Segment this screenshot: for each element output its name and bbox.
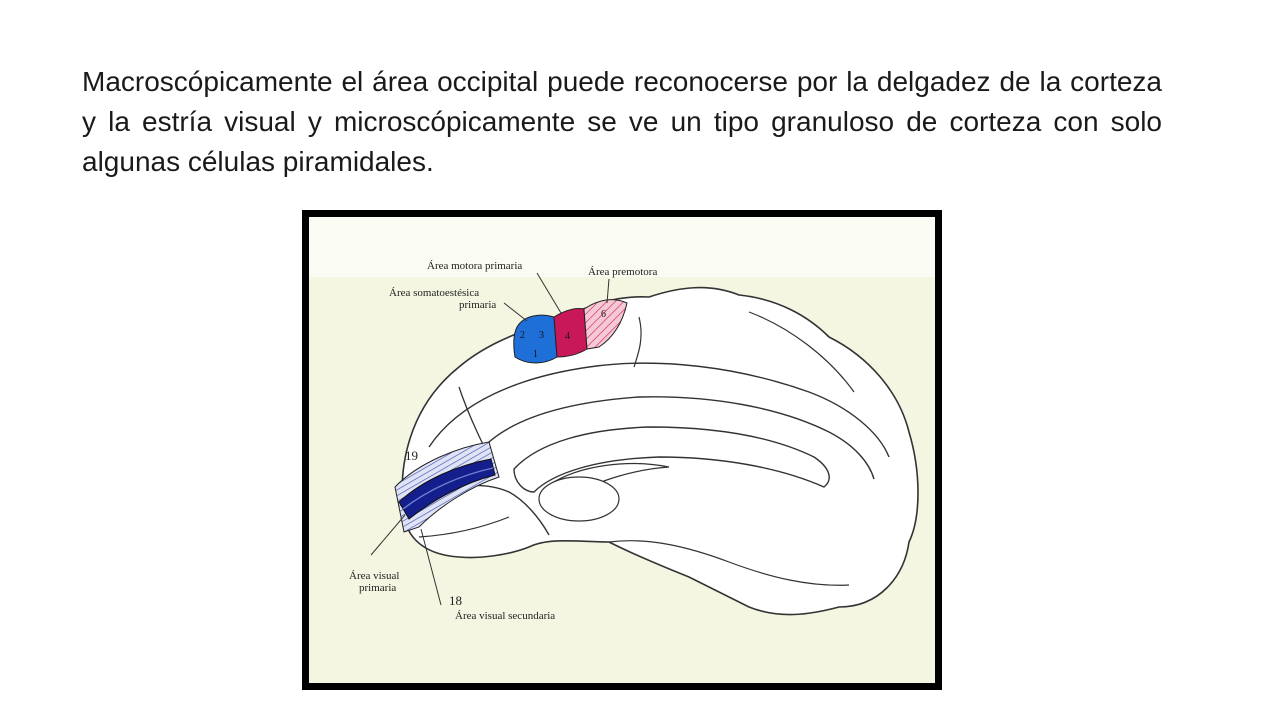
somatosensory-area bbox=[513, 314, 558, 364]
area-number-19: 19 bbox=[405, 448, 418, 463]
cingulate-sulcus bbox=[428, 362, 890, 458]
label-somato-2: primaria bbox=[459, 299, 496, 311]
leader-premotora bbox=[606, 278, 610, 304]
visual-stripe-line bbox=[402, 467, 494, 510]
motor-area bbox=[553, 308, 588, 358]
corpus-callosum bbox=[513, 426, 830, 493]
premotor-area bbox=[583, 299, 628, 350]
temporal-lines bbox=[608, 540, 850, 586]
leader-visual-secundaria bbox=[420, 528, 442, 606]
label-visual-primaria-1: Área visual bbox=[349, 570, 399, 582]
area-number-4: 4 bbox=[565, 331, 570, 342]
leader-motora bbox=[536, 272, 562, 314]
area-number-2: 2 bbox=[520, 330, 525, 341]
lingual-gyrus-line bbox=[418, 516, 510, 538]
label-visual-secundaria: Área visual secundaria bbox=[455, 610, 555, 622]
leader-visual-primaria bbox=[370, 514, 406, 556]
brain-figure-frame: Área motora primaria Área premotora Área… bbox=[302, 210, 942, 690]
paracentral-sulcus bbox=[633, 316, 642, 368]
area-number-3: 3 bbox=[539, 330, 544, 341]
label-visual-primaria-2: primaria bbox=[359, 582, 396, 594]
label-motora-primaria: Área motora primaria bbox=[427, 260, 522, 272]
cingulate-gyrus bbox=[478, 396, 875, 480]
frontal-gyrus-line bbox=[748, 311, 855, 393]
figure-top-white bbox=[309, 217, 935, 277]
brain-medial-diagram: Área motora primaria Área premotora Área… bbox=[309, 217, 935, 683]
area-number-6: 6 bbox=[601, 309, 606, 320]
label-premotora: Área premotora bbox=[588, 266, 657, 278]
slide-text: Macroscópicamente el área occipital pued… bbox=[82, 66, 1162, 177]
leader-somato bbox=[503, 302, 528, 322]
label-somato-1: Área somatoestésica bbox=[389, 287, 479, 299]
thalamus bbox=[538, 476, 620, 522]
area-number-18: 18 bbox=[449, 593, 462, 608]
area-number-1: 1 bbox=[533, 349, 538, 360]
